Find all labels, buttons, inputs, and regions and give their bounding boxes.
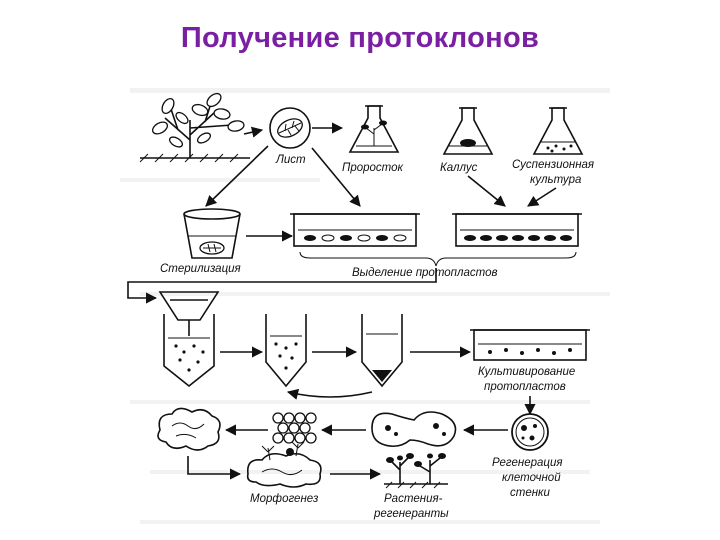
regenerated-cell-icon [511,413,549,451]
centrifuge-tube-1-icon [265,314,307,388]
sprout-label: Проросток [342,162,404,174]
isolation-bracket [299,251,577,267]
regenerant-plants-icon [384,453,448,489]
arrow-isolation-to-filtration [127,268,437,304]
regenerants-label-line1: Растения- [384,493,443,505]
arrow-tube2-back-to-tube1 [286,388,373,400]
isolation-dish-left-icon [290,213,420,247]
regeneration-label-line2: клеточной [502,472,561,484]
regenerants-label-line2: регенеранты [373,508,449,520]
centrifuge-tube-2-icon [361,314,403,388]
cultivation-dish-icon [470,329,590,361]
leaf-label: Лист [275,154,306,166]
sterilization-label: Стерилизация [160,263,241,275]
sterilization-beaker-icon [183,208,241,259]
callus-flask-icon [442,107,494,155]
regeneration-label-line1: Регенерация [492,457,563,469]
protoplast-isolation-label: Выделение протопластов [352,267,497,279]
filtration-funnel-tube-icon [158,291,220,388]
page-title: Получение протоклонов [180,22,540,54]
cell-colony-icon [272,412,317,444]
dividing-cells-icon [371,411,457,448]
arrow-callus-to-isolation [467,175,506,207]
arrow-callus-to-morphogenesis [187,456,242,480]
morphogenesis-label: Морфогенез [250,493,319,505]
arrow-plant-to-leaf [243,126,264,138]
leaf-icon [269,107,311,149]
morphogenesis-icon [246,441,322,488]
cultivation-label-line1: Культивирование [478,366,575,378]
sprout-flask-icon [348,105,400,153]
isolation-dish-right-icon [452,213,582,247]
callus-label: Каллус [440,162,478,174]
suspension-flask-icon [532,107,584,155]
arrow-leaf-to-sterilization [205,145,269,207]
cultivation-label-line2: протопластов [484,381,566,393]
suspension-label-line2: культура [530,174,581,186]
plant-icon [139,92,250,163]
arrow-leaf-to-isolation [311,147,361,207]
regeneration-label-line3: стенки [510,487,550,499]
arrow-suspension-to-isolation [527,187,557,207]
suspension-label-line1: Суспензионная [512,159,594,171]
callus-mass-icon [157,407,221,451]
